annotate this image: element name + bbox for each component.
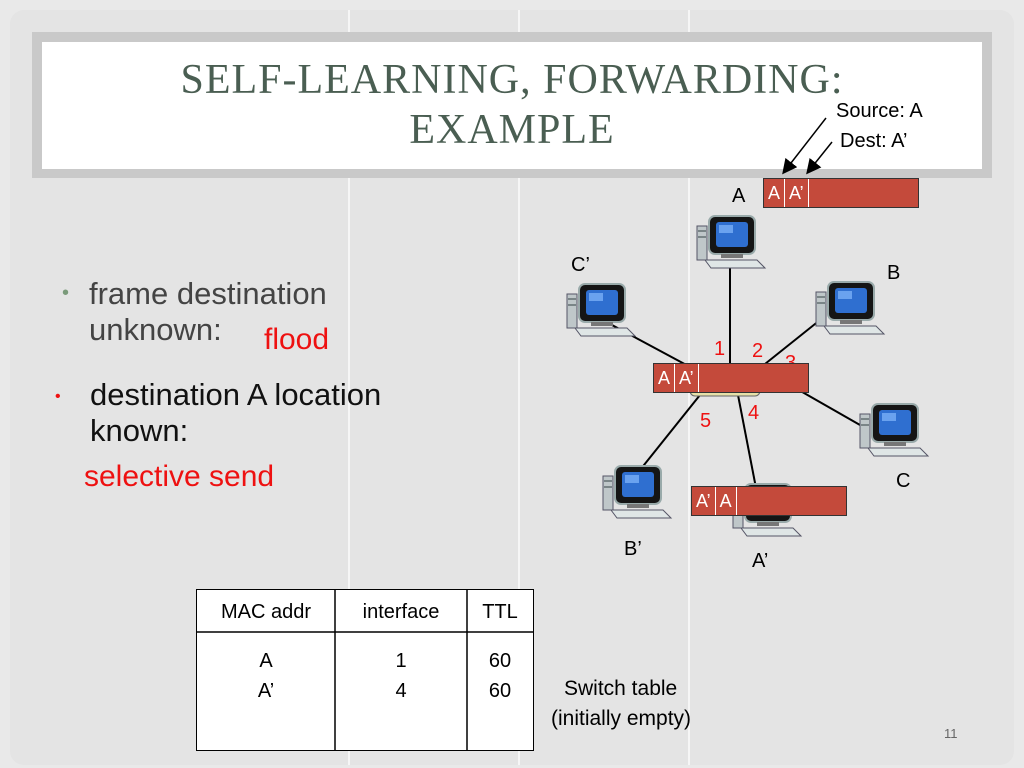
host-label-a-prime: A’ [752,550,769,572]
computer-icon [859,403,929,457]
host-label-c-prime: C’ [571,254,590,276]
slide-title: SELF-LEARNING, FORWARDING: EXAMPLE [42,55,982,155]
frame-payload [809,179,918,207]
table-cell: 4 [395,680,407,702]
table-cell: A’ [257,680,275,702]
source-arrow [782,117,827,175]
frame-dst: A’ [675,364,699,392]
frame-top: A A’ [763,178,919,208]
host-label-b-prime: B’ [624,538,642,560]
frame-bottom: A’ A [691,486,847,516]
table-header: MAC addr [220,601,312,623]
bullet-1-highlight: flood [264,323,330,356]
background-divider [348,10,350,765]
dest-arrow [806,141,833,175]
dest-label: Dest: A’ [840,130,908,152]
bullet-marker: • [55,388,61,405]
switch-table: MAC addr interface TTL A 1 60 A’ 4 60 [196,589,534,751]
computer-icon [566,283,636,337]
link-a-prime [737,394,757,489]
computer-icon [602,465,672,519]
background-divider [518,10,520,765]
table-cell: 1 [395,650,407,672]
table-caption-line-2: (initially empty) [551,707,692,730]
table-header: TTL [482,601,518,623]
page-number: 11 [944,726,958,741]
source-label: Source: A [836,100,923,122]
bullet-1-line-2: unknown: [89,312,222,347]
frame-dst: A [716,487,737,515]
table-header: interface [362,601,440,623]
table-caption-line-1: Switch table [564,677,678,700]
table-grid [197,590,533,750]
port-number: 2 [752,340,764,362]
bullet-1-line-1: frame destination [89,276,327,311]
host-label-c: C [896,470,911,492]
host-label-b: B [887,262,901,284]
computer-icon [696,215,766,269]
frame-dst: A’ [785,179,809,207]
title-line-2: EXAMPLE [409,107,615,153]
bullet-2-line-2: known: [90,413,189,448]
title-panel [42,42,982,169]
bullet-2-highlight: selective send [84,460,275,493]
port-number: 5 [700,410,712,432]
frame-payload [737,487,846,515]
frame-src: A [764,179,786,207]
bullet-marker: • [62,282,70,304]
frame-payload [699,364,808,392]
title-line-1: SELF-LEARNING, FORWARDING: [180,57,844,103]
port-number: 3 [785,352,797,363]
table-cell: A [259,650,273,672]
frame-at-switch: A A’ [653,363,809,393]
link-b-prime [639,394,701,471]
port-number: 1 [714,338,726,360]
link-b [759,319,821,369]
host-label-a: A [732,185,746,207]
frame-src: A’ [692,487,716,515]
table-cell: 60 [488,650,512,672]
frame-src: A [654,364,676,392]
bullet-2-line-1: destination A location [90,377,382,412]
port-number: 4 [748,402,760,424]
table-cell: 60 [488,680,512,702]
computer-icon [815,281,885,335]
